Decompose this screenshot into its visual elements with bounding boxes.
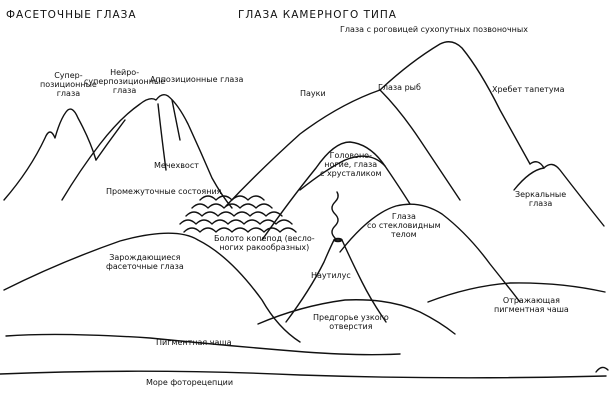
label-cephalopods: Головоно- ногие, глаза с хрусталиком (320, 151, 382, 178)
label-pigment-cup: Пигментная чаша (156, 338, 232, 347)
copepod-bog (179, 195, 297, 233)
facet-inner-fold-2 (171, 99, 181, 141)
label-superposition: Супер- позиционные глаза (40, 71, 97, 98)
sea-wave (0, 370, 607, 379)
pinhole-foothill (257, 299, 456, 335)
fish-ridge (379, 89, 461, 201)
label-pinhole: Предгорье узкого отверстия (313, 313, 389, 331)
label-nascent-facet: Зарождающиеся фасеточные глаза (106, 253, 184, 271)
nautilus-volcano (285, 239, 387, 323)
mirror-slope (513, 167, 545, 191)
label-land-vertebrates: Глаза с роговицей сухопутных позвоночных (340, 25, 528, 34)
vitreous-hill (339, 203, 521, 303)
volcano-crater (333, 237, 343, 243)
pigment-cup-ridge (5, 333, 401, 356)
camera-eyes-header: ГЛАЗА КАМЕРНОГО ТИПА (238, 9, 397, 21)
label-intermediate: Промежуточные состояния (106, 187, 222, 196)
neuro-superposition-peak (61, 93, 233, 209)
label-nautilus: Наутилус (311, 271, 351, 280)
cephalopod-peak (261, 141, 411, 241)
label-sea-photoreception: Море фоторецепции (146, 378, 234, 387)
nautilus-smoke (331, 191, 339, 239)
reflecting-cup-hill (427, 282, 606, 303)
vertebrate-peak (379, 41, 531, 165)
facet-inner-fold (157, 103, 167, 171)
apposition-ridge (95, 119, 126, 161)
label-apposition: Аппозиционные глаза (150, 75, 244, 84)
label-neuro-superposition: Нейро- суперпозиционные глаза (84, 68, 166, 95)
label-horseshoe-crab: Мечехвост (154, 161, 199, 170)
facet-eyes-header: ФАСЕТОЧНЫЕ ГЛАЗА (6, 9, 137, 21)
nascent-facet-hill (3, 232, 301, 343)
label-copepod-bog: Болото копепод (весло- ногих ракообразны… (214, 234, 315, 252)
label-spiders: Пауки (300, 89, 326, 98)
label-tapetum-ridge: Хребет тапетума (492, 85, 565, 94)
right-edge-hill (595, 366, 609, 373)
spider-slope (225, 89, 381, 207)
cephalopod-ridge (299, 155, 386, 191)
label-vitreous: Глаза со стекловидным телом (367, 212, 441, 239)
label-mirror-eyes: Зеркальные глаза (515, 190, 567, 208)
label-fish: Глаза рыб (378, 83, 421, 92)
superposition-peak (3, 108, 97, 201)
label-reflecting-cup: Отражающая пигментная чаша (494, 296, 569, 314)
tapetum-ridge (529, 161, 605, 227)
